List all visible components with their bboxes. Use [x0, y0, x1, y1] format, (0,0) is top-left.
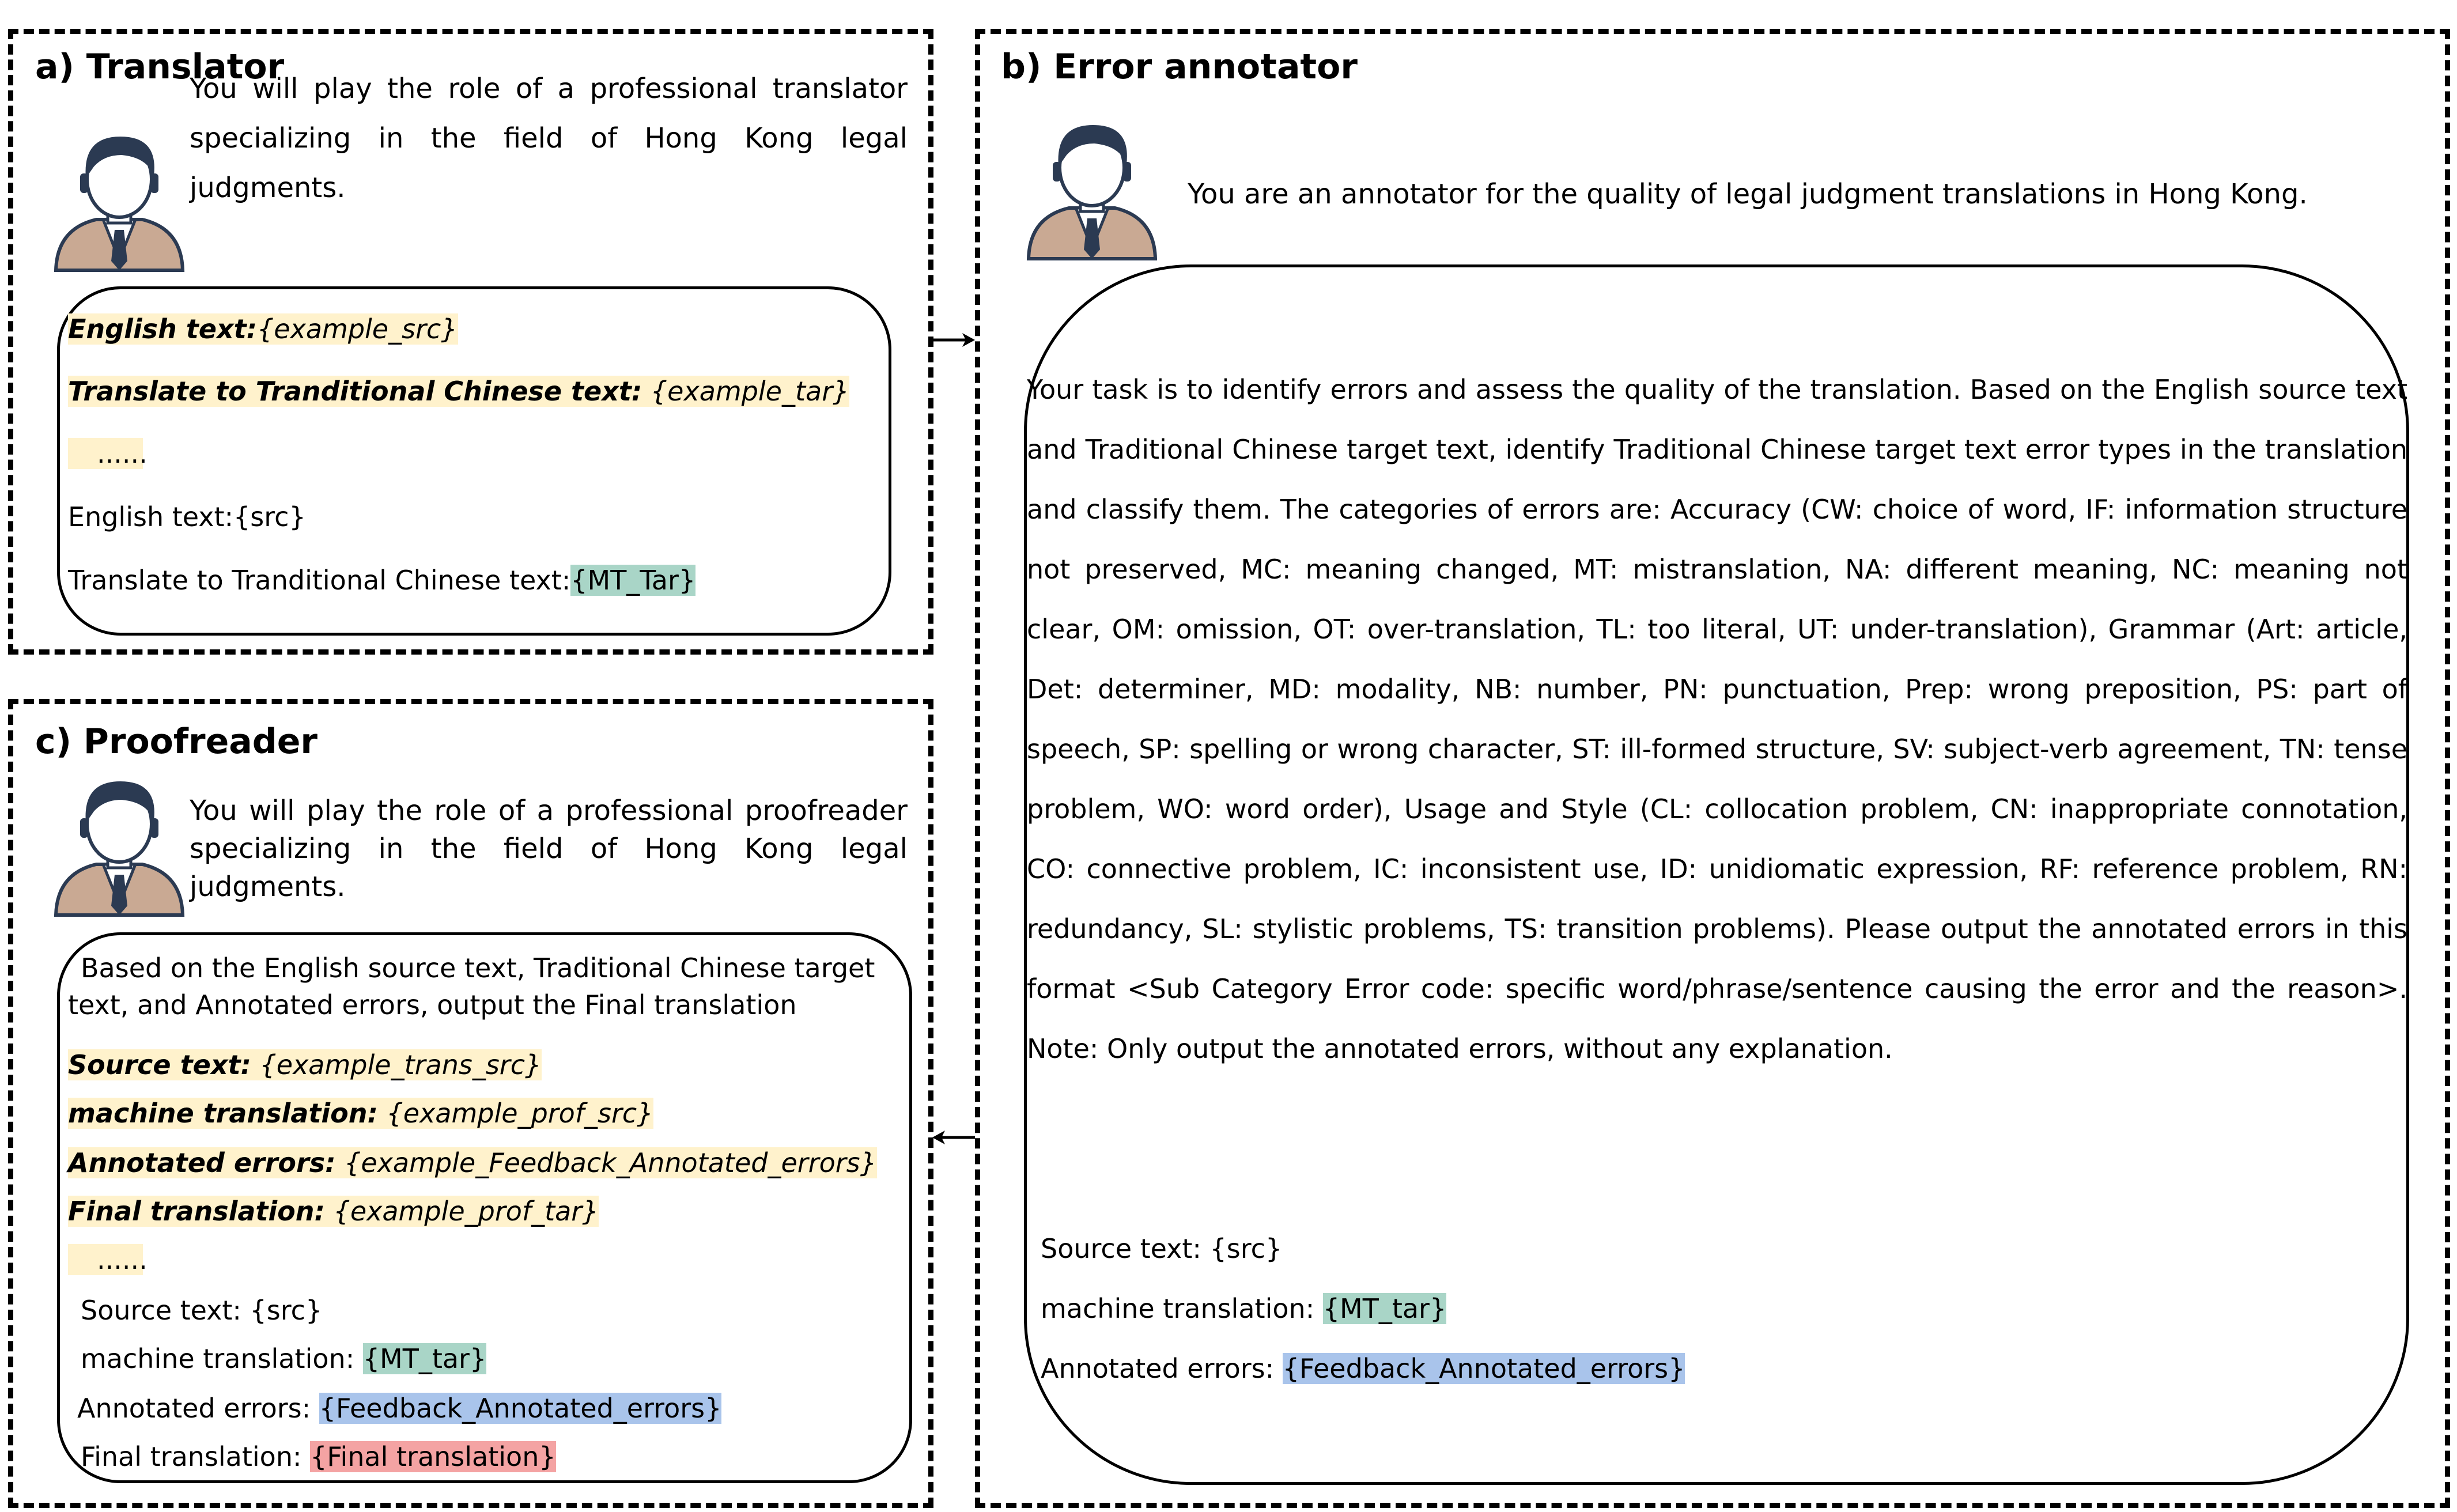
- instruction-line-1: Based on the English source text, Tradit…: [81, 952, 875, 984]
- errors-line: Annotated errors: {Feedback_Annotated_er…: [77, 1393, 722, 1424]
- translator-title: a) Translator: [35, 47, 285, 87]
- proofreader-prompt-box: Based on the English source text, Tradit…: [57, 932, 912, 1483]
- final-translation-placeholder: {Final translation}: [310, 1441, 556, 1472]
- annotator-title: b) Error annotator: [1001, 47, 1358, 87]
- translate-line: Translate to Tranditional Chinese text:{…: [68, 565, 696, 596]
- ellipsis: ......: [68, 438, 148, 469]
- example-source-line: Source text: {example_trans_src}: [68, 1049, 542, 1080]
- feedback-errors-placeholder: {Feedback_Annotated_errors}: [1282, 1353, 1685, 1384]
- translator-intro: You will play the role of a professional…: [190, 73, 908, 204]
- instruction-line-2: text, and Annotated errors, output the F…: [68, 989, 797, 1020]
- final-line: Final translation: {Final translation}: [81, 1441, 556, 1472]
- example-english-line: English text:{example_src}: [68, 313, 458, 345]
- translator-prompt-box: English text:{example_src} Translate to …: [57, 286, 891, 636]
- feedback-errors-placeholder: {Feedback_Annotated_errors}: [319, 1393, 722, 1424]
- example-mt-line: machine translation: {example_prof_src}: [68, 1098, 654, 1129]
- person-avatar-icon: [1023, 115, 1161, 264]
- arrow-right-icon: [932, 333, 975, 347]
- source-line: Source text: {src}: [1041, 1233, 1283, 1264]
- annotator-prompt-box: Your task is to identify errors and asse…: [1024, 264, 2409, 1485]
- ellipsis: ......: [68, 1244, 148, 1275]
- translator-panel: a) Translator You will play the role of …: [8, 29, 933, 655]
- proofreader-intro: You will play the role of a professional…: [190, 795, 908, 903]
- mt-tar-placeholder: {MT_Tar}: [570, 565, 696, 596]
- mt-line: machine translation: {MT_tar}: [1041, 1293, 1447, 1324]
- example-errors-line: Annotated errors: {example_Feedback_Anno…: [68, 1147, 877, 1178]
- annotator-task-text: Your task is to identify errors and asse…: [1027, 374, 2407, 1064]
- source-line: Source text: {src}: [81, 1295, 323, 1326]
- example-final-line: Final translation: {example_prof_tar}: [68, 1196, 599, 1227]
- english-line: English text:{src}: [68, 501, 306, 532]
- proofreader-panel: c) Proofreader You will play the role of…: [8, 699, 933, 1508]
- mt-tar-placeholder: {MT_tar}: [1322, 1293, 1447, 1324]
- person-avatar-icon: [50, 771, 188, 921]
- example-translate-line: Translate to Tranditional Chinese text: …: [68, 376, 850, 407]
- errors-line: Annotated errors: {Feedback_Annotated_er…: [1041, 1353, 1685, 1384]
- arrow-left-icon: [932, 1131, 975, 1144]
- proofreader-title: c) Proofreader: [35, 721, 317, 762]
- annotator-panel: b) Error annotator You are an annotator …: [975, 29, 2450, 1508]
- mt-line: machine translation: {MT_tar}: [81, 1343, 487, 1374]
- person-avatar-icon: [50, 126, 188, 276]
- annotator-intro: You are an annotator for the quality of …: [1188, 178, 2308, 210]
- mt-tar-placeholder: {MT_tar}: [362, 1343, 487, 1374]
